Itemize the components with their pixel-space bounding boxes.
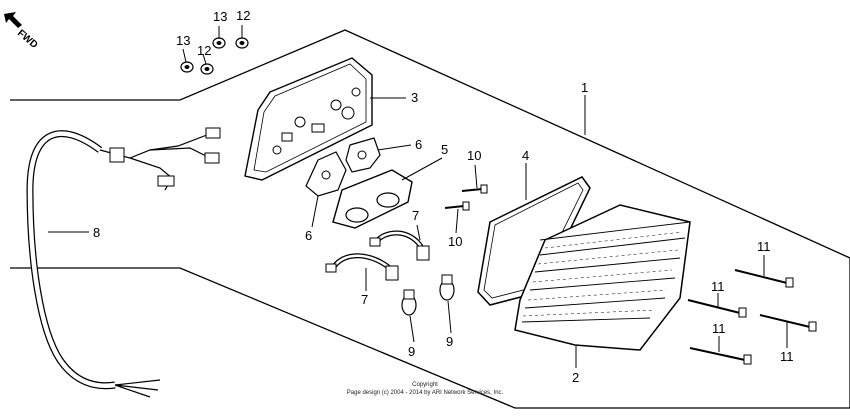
part-8-wire-harness [26, 127, 221, 398]
part-11-screw-c [759, 314, 817, 332]
part-3-base-plate [244, 57, 373, 181]
page-design-credit: Page design (c) 2004 - 2014 by ARI Netwo… [347, 390, 504, 396]
forward-direction-indicator: FWD [4, 12, 40, 51]
callout-6-right: 6 [415, 137, 422, 152]
part-5-socket-holder [332, 169, 413, 229]
callout-10-upper: 10 [467, 148, 481, 163]
washer-12-upper [235, 37, 249, 49]
callout-7-right: 7 [412, 208, 419, 223]
part-11-screw-d [689, 347, 752, 365]
part-10-screw-lower [444, 201, 470, 211]
part-11-screw-a [734, 269, 794, 288]
part-6-socket-bracket-right [345, 137, 381, 173]
callout-10-lower: 10 [448, 234, 462, 249]
assembly-outline [10, 29, 850, 409]
callout-leader-lines [48, 25, 788, 368]
part-9-bulb-left [401, 289, 417, 316]
callout-6-left: 6 [305, 228, 312, 243]
callout-11-a: 11 [757, 239, 771, 254]
nut-13-lower [180, 61, 194, 73]
callout-1: 1 [581, 80, 588, 95]
part-6-socket-bracket-left [305, 151, 347, 197]
callout-3: 3 [411, 90, 418, 105]
part-10-screw-upper [461, 184, 488, 194]
callout-7-left: 7 [361, 292, 368, 307]
callout-2: 2 [572, 370, 579, 385]
callout-8: 8 [93, 225, 100, 240]
arrow-icon [4, 12, 22, 28]
callout-13-upper: 13 [213, 9, 227, 24]
callout-12-upper: 12 [236, 8, 250, 23]
fwd-label: FWD [15, 28, 40, 51]
callout-11-b: 11 [711, 279, 725, 294]
callout-9-left: 9 [408, 344, 415, 359]
callout-9-right: 9 [446, 334, 453, 349]
part-7-sub-harness-right [369, 230, 430, 261]
callout-4: 4 [522, 148, 529, 163]
callout-11-d: 11 [712, 321, 726, 336]
callout-11-c: 11 [780, 349, 794, 364]
callout-5: 5 [441, 142, 448, 157]
callout-12-lower: 12 [197, 43, 211, 58]
part-11-screw-b [687, 299, 747, 318]
nut-13-upper [212, 37, 226, 49]
copyright-label: Copyright [412, 382, 438, 388]
part-7-sub-harness-left [325, 253, 399, 281]
washer-12-lower [200, 63, 214, 75]
callout-13-lower: 13 [176, 33, 190, 48]
part-2-lens [514, 204, 691, 351]
part-9-bulb-right [439, 274, 455, 301]
